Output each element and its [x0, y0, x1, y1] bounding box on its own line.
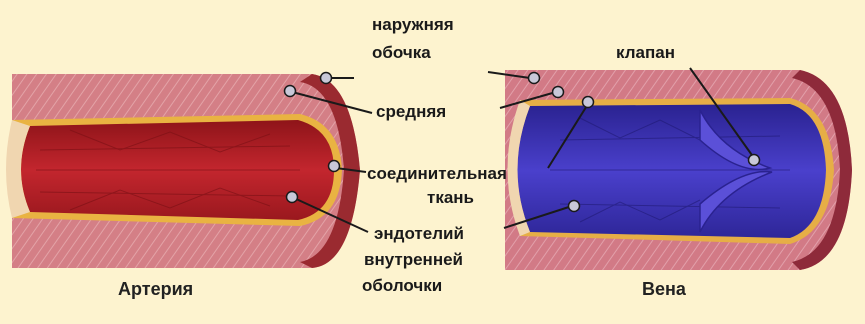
vein-drawing — [505, 70, 852, 270]
dot-valve — [749, 155, 760, 166]
dot-endothelium-vein — [569, 201, 580, 212]
dot-endothelium-artery — [287, 192, 298, 203]
artery-drawing — [6, 74, 360, 268]
label-valve: клапан — [616, 42, 675, 64]
label-outer-line1: наружняя — [372, 14, 454, 36]
title-vein: Вена — [642, 278, 686, 300]
label-middle: средняя — [376, 101, 446, 123]
label-endothelium-line2: внутренней — [364, 249, 463, 271]
dot-outer-artery — [321, 73, 332, 84]
dot-connective-vein — [583, 97, 594, 108]
dot-middle-vein — [553, 87, 564, 98]
title-artery: Артерия — [118, 278, 193, 300]
label-connective-line2: ткань — [427, 187, 474, 209]
label-endothelium-line3: оболочки — [362, 275, 442, 297]
dot-middle-artery — [285, 86, 296, 97]
label-endothelium-line1: эндотелий — [374, 223, 464, 245]
vein-lumen — [518, 104, 827, 238]
label-connective-line1: соединительная — [367, 163, 507, 185]
dot-connective-artery — [329, 161, 340, 172]
label-outer-line2: обочка — [372, 42, 431, 64]
dot-outer-vein — [529, 73, 540, 84]
